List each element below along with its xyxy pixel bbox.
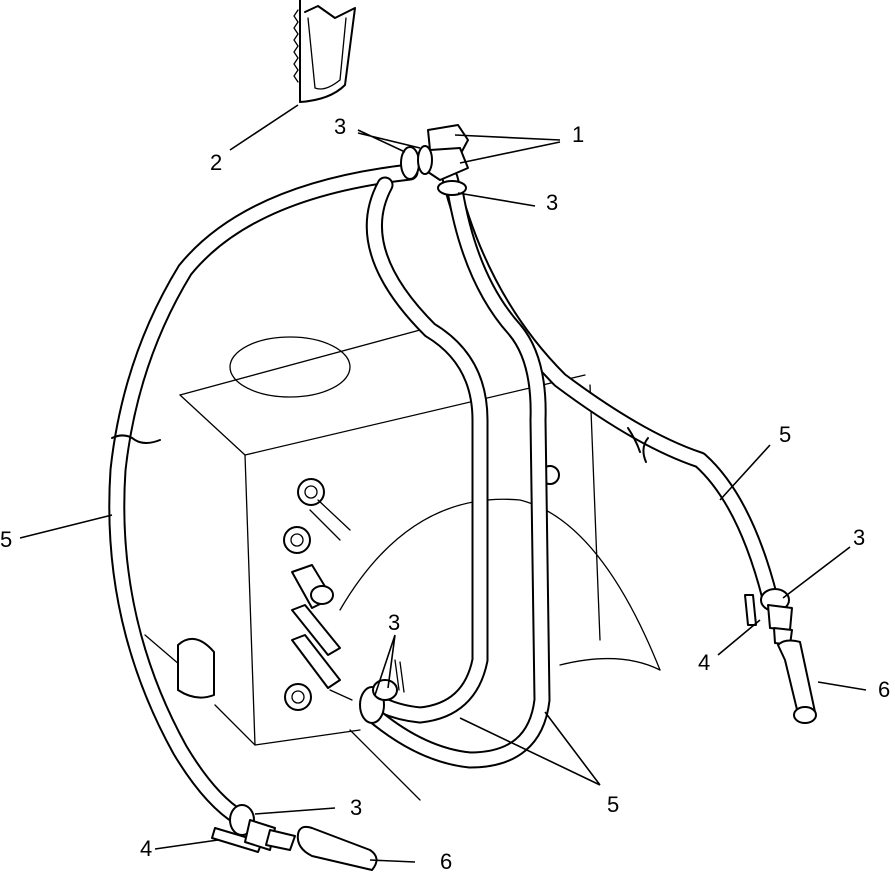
filters <box>211 594 817 871</box>
callout-3-right: 3 <box>853 525 865 550</box>
callout-4-left: 4 <box>140 836 152 861</box>
callout-4-right: 4 <box>698 650 710 675</box>
callout-1: 1 <box>572 122 584 147</box>
clamp-top-right <box>437 180 467 196</box>
fitting-mid <box>283 526 311 554</box>
callout-3-top-right: 3 <box>546 190 558 215</box>
fitting-upper <box>297 478 325 506</box>
callout-5-bottom: 5 <box>607 792 619 817</box>
callout-5-left: 5 <box>0 527 12 552</box>
tank-fill-opening <box>229 336 351 398</box>
bracket <box>293 0 356 103</box>
callout-6-right: 6 <box>878 677 890 702</box>
hoses <box>108 163 779 827</box>
bracket-right <box>744 594 757 626</box>
callout-3-center: 3 <box>388 610 400 635</box>
elbow-fittings <box>424 124 469 181</box>
callout-3-top-left: 3 <box>334 114 346 139</box>
filter-left <box>296 825 378 871</box>
callout-2: 2 <box>210 150 222 175</box>
leader-lines <box>19 104 867 863</box>
callout-3-bottom-left: 3 <box>350 795 362 820</box>
fitting-nipple-upper <box>291 604 341 656</box>
callout-6-left: 6 <box>440 849 452 874</box>
callout-5-right: 5 <box>779 422 791 447</box>
callout-labels: 1 2 3 3 3 3 3 4 4 5 5 5 6 6 <box>0 114 890 874</box>
oil-tank <box>144 329 661 801</box>
fitting-nipple-lower <box>291 634 341 689</box>
tank-mount-tab <box>177 637 215 699</box>
fitting-lower <box>284 683 312 711</box>
